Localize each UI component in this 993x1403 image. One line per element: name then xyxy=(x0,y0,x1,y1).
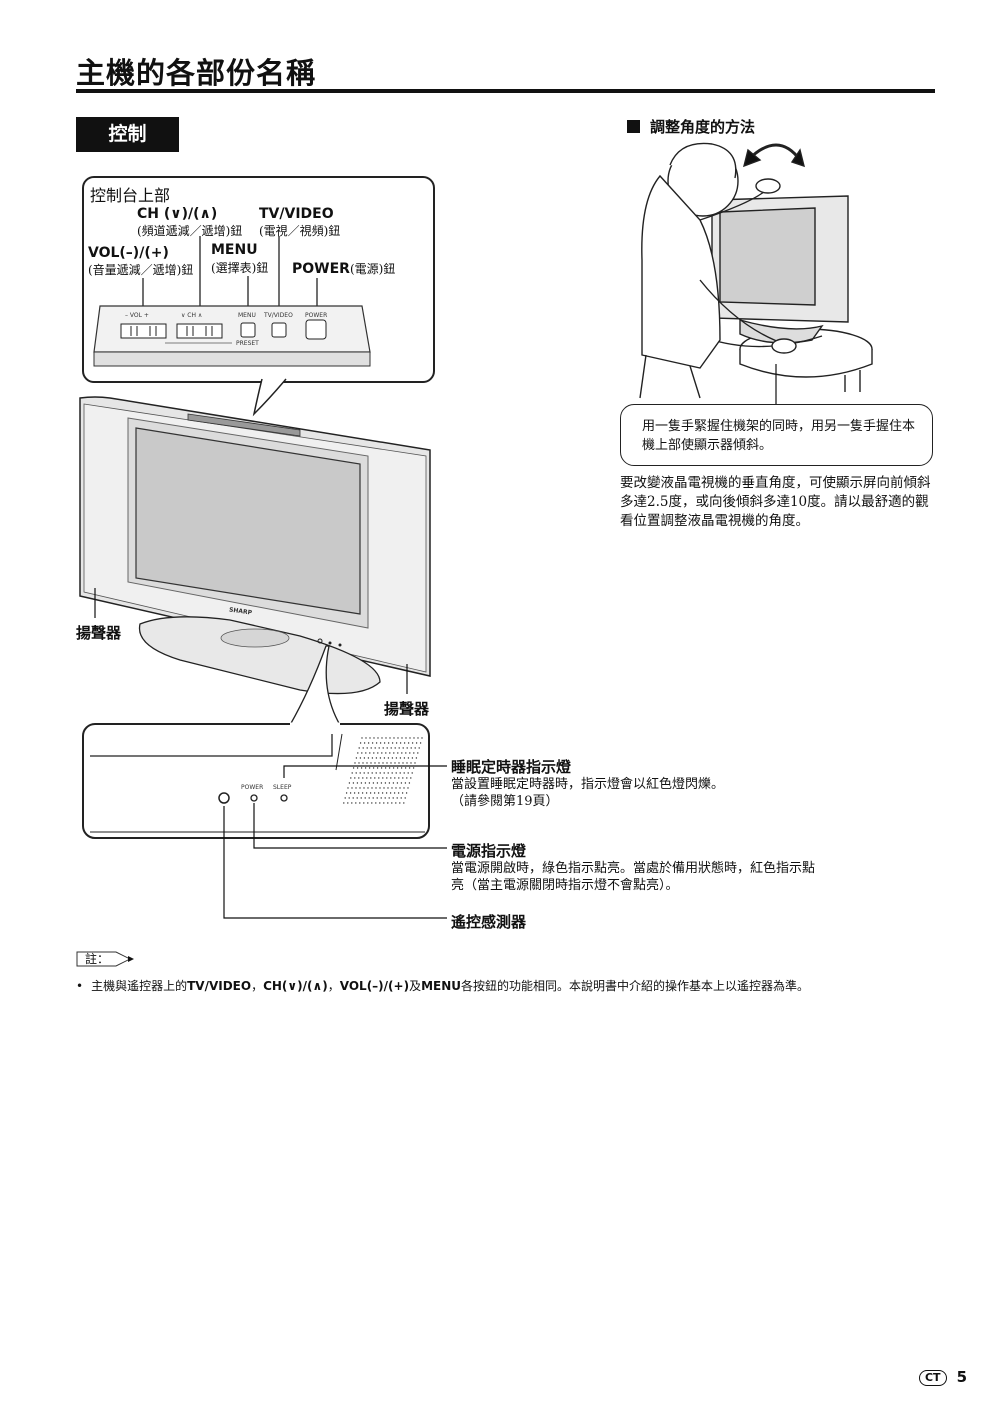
detail-power-text: POWER xyxy=(241,784,264,791)
power-label: POWER xyxy=(292,261,350,277)
menu-sublabel: (選擇表)鈕 xyxy=(211,261,269,275)
panel-menu-text: MENU xyxy=(238,312,256,319)
language-badge: CT xyxy=(918,1370,947,1386)
note-bold-menu: MENU xyxy=(421,979,462,993)
tv-illustration xyxy=(79,396,431,695)
page-title: 主機的各部份名稱 xyxy=(76,56,317,90)
note-bold-vol: VOL(–)/(+) xyxy=(339,979,410,993)
note-text-3: ， xyxy=(327,979,340,993)
angle-description: 要改變液晶電視機的垂直角度，可使顯示屏向前傾斜多達2.5度，或向後傾斜多達10度… xyxy=(620,475,931,529)
panel-vol-text: – VOL + xyxy=(125,312,149,319)
sleep-indicator-desc-2: （請參閱第19頁） xyxy=(451,794,559,809)
note-bullet: • xyxy=(76,979,84,993)
power-label-group: POWER(電源)鈕 xyxy=(292,258,395,277)
tilt-illustration xyxy=(639,142,873,399)
remote-sensor-title: 遙控感測器 xyxy=(451,913,527,931)
note-arrow-icon xyxy=(76,951,134,967)
title-rule xyxy=(76,89,935,93)
power-indicator-title: 電源指示燈 xyxy=(451,842,527,860)
speaker-grille xyxy=(343,737,423,804)
panel-ch-text: ∨ CH ∧ xyxy=(181,312,203,319)
tvvideo-sublabel: (電視／視頻)鈕 xyxy=(259,224,341,238)
control-panel-heading: 控制台上部 xyxy=(90,186,171,205)
page-number: 5 xyxy=(956,1368,967,1386)
power-indicator-desc-2: 亮（當主電源關閉時指示燈不會點亮）。 xyxy=(451,878,679,893)
panel-power-text: POWER xyxy=(305,312,328,319)
speaker-left-label: 揚聲器 xyxy=(76,624,122,642)
sleep-indicator-title: 睡眠定時器指示燈 xyxy=(451,758,572,776)
page-footer: CT 5 xyxy=(918,1368,967,1386)
note-text-2: ， xyxy=(251,979,264,993)
sleep-indicator-desc-1: 當設置睡眠定時器時，指示燈會以紅色燈閃爍。 xyxy=(451,777,725,792)
note-text-4: 及 xyxy=(409,979,422,993)
vol-label: VOL(–)/(+) xyxy=(88,245,169,261)
menu-label: MENU xyxy=(211,242,258,258)
note-label: 註： xyxy=(76,950,136,972)
square-bullet-icon xyxy=(627,120,640,133)
angle-heading: 調整角度的方法 xyxy=(627,116,755,137)
panel-tvvideo-text: TV/VIDEO xyxy=(264,312,293,319)
instruction-bubble xyxy=(620,404,933,466)
power-indicator-desc-1: 當電源開啟時，綠色指示點亮。當處於備用狀態時，紅色指示點 xyxy=(451,861,816,876)
detail-sleep-text: SLEEP xyxy=(273,784,292,791)
angle-heading-text: 調整角度的方法 xyxy=(650,118,756,136)
note-label-text: 註： xyxy=(85,952,110,966)
vol-sublabel: (音量遞減／遞增)鈕 xyxy=(88,263,194,277)
note-bold-ch: CH(∨)/(∧) xyxy=(263,979,328,993)
note-bold-tvvideo: TV/VIDEO xyxy=(187,979,252,993)
speaker-right-label: 揚聲器 xyxy=(384,700,430,718)
note-text: •主機與遙控器上的TV/VIDEO，CH(∨)/(∧)，VOL(–)/(+)及M… xyxy=(76,977,809,994)
section-tab: 控制 xyxy=(76,117,179,152)
note-text-5: 各按鈕的功能相同。本說明書中介紹的操作基本上以遙控器為準。 xyxy=(461,979,810,993)
note-text-1: 主機與遙控器上的 xyxy=(91,979,188,993)
instruction-bubble-text: 用一隻手緊握住機架的同時，用另一隻手握住本機上部使顯示器傾斜。 xyxy=(642,419,916,453)
ch-sublabel: (頻道遞減／遞增)鈕 xyxy=(137,224,243,238)
ch-label: CH (∨)/(∧) xyxy=(137,206,218,222)
panel-preset-text: PRESET xyxy=(236,340,259,347)
power-sublabel: (電源)鈕 xyxy=(349,262,396,276)
tvvideo-label: TV/VIDEO xyxy=(259,206,334,222)
